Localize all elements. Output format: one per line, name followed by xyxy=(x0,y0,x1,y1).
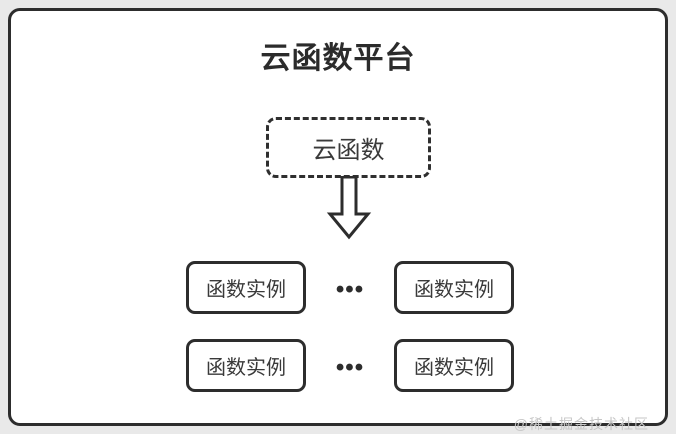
function-instance-node-4: 函数实例 xyxy=(394,339,514,392)
function-instance-node-1: 函数实例 xyxy=(186,261,306,314)
diagram-frame: 云函数平台 云函数 函数实例 ••• 函数实例 函数实例 ••• 函数实例 @稀… xyxy=(8,8,668,432)
cloud-function-node: 云函数 xyxy=(266,117,431,178)
cloud-function-node-label: 云函数 xyxy=(312,137,385,164)
function-instance-node-3: 函数实例 xyxy=(186,339,306,392)
function-instance-label: 函数实例 xyxy=(206,279,286,301)
ellipsis-icon: ••• xyxy=(335,354,365,381)
down-arrow-icon xyxy=(326,176,372,240)
watermark: @稀土掘金技术社区 xyxy=(513,416,649,432)
function-instance-label: 函数实例 xyxy=(206,357,286,379)
function-instance-label: 函数实例 xyxy=(414,279,494,301)
function-instance-label: 函数实例 xyxy=(414,357,494,379)
function-instance-node-2: 函数实例 xyxy=(394,261,514,314)
diagram-title: 云函数平台 xyxy=(260,42,416,75)
ellipsis-icon: ••• xyxy=(335,276,365,303)
